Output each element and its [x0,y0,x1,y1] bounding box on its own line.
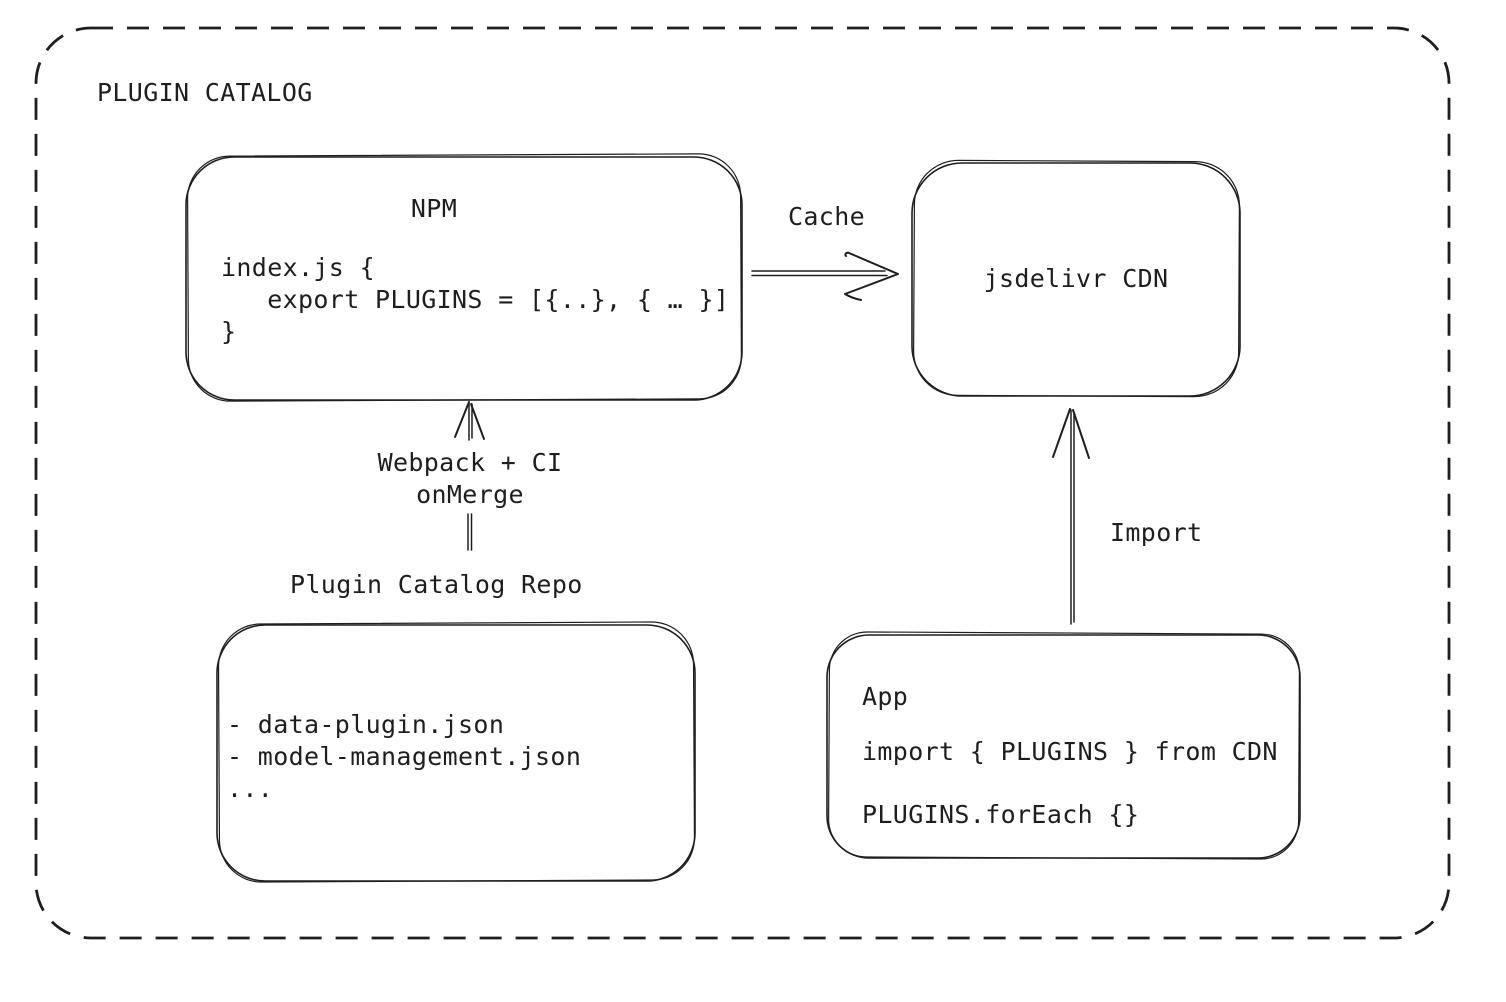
import-arrow [1052,408,1090,625]
cache-arrow [751,251,899,301]
diagram-title: PLUGIN CATALOG [97,78,313,107]
repo-node-label: Plugin Catalog Repo [290,570,583,599]
build-edge-label-line2: onMerge [416,480,524,509]
repo-node-shape [216,621,696,883]
npm-node-shape [185,153,743,402]
build-edge-label-line1: Webpack + CI [377,448,563,477]
import-edge-label: Import [1110,518,1203,547]
repo-item-3: ... [227,774,274,803]
app-node-title: App [862,682,909,711]
repo-item-2: - model-management.json [227,742,582,771]
app-code-line-1: import { PLUGINS } from CDN [862,737,1278,766]
repo-item-1: - data-plugin.json [227,710,505,739]
cdn-node-label: jsdelivr CDN [983,264,1169,293]
app-node-shape [826,631,1301,860]
cdn-node-shape [911,159,1241,398]
webpack-arrow [454,401,485,551]
npm-node-title: NPM [410,194,458,223]
npm-code-line-1: index.js { [221,253,376,282]
cache-edge-label: Cache [788,202,866,231]
plugin-catalog-frame [34,26,1451,940]
npm-code-line-2: export PLUGINS = [{..}, { … }] [221,285,730,314]
app-code-line-2: PLUGINS.forEach {} [862,800,1140,829]
npm-code-line-3: } [221,317,237,346]
